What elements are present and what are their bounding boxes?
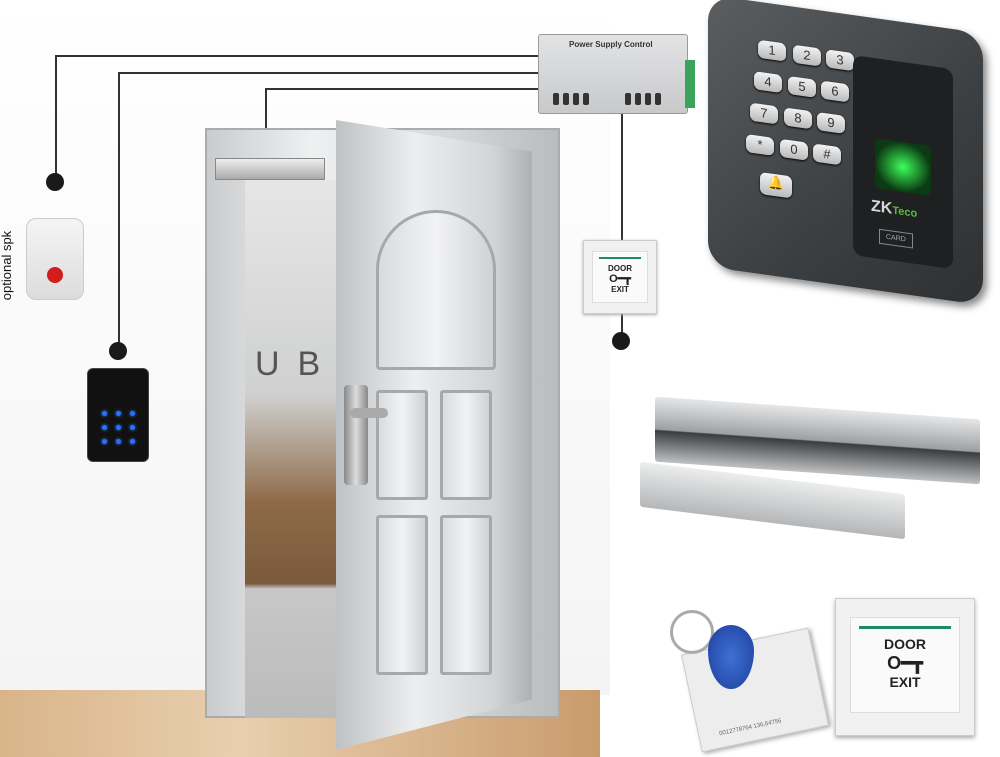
door-panel [440, 515, 492, 675]
key-3: 3 [826, 49, 854, 72]
key-0: 0 [780, 138, 808, 161]
door-opening [245, 180, 345, 718]
keypad-light [130, 439, 135, 444]
rfid-keypad [87, 368, 149, 462]
card-number: 0012778764 136,64756 [718, 718, 783, 738]
key-4: 4 [754, 71, 782, 94]
door-handle [344, 385, 368, 485]
key-6: 6 [821, 80, 849, 103]
wall-sign: UB [255, 345, 339, 383]
connection-dot [46, 173, 64, 191]
connection-dot [109, 342, 127, 360]
key-hash: # [813, 143, 841, 166]
keypad-light [116, 425, 121, 430]
brand-logo: ZKTeco [871, 197, 918, 221]
power-supply-title: Power Supply Control [569, 40, 653, 49]
terminal-block [685, 60, 695, 108]
indicator-bar [599, 257, 641, 259]
door-panel [376, 515, 428, 675]
door-lever [350, 408, 388, 418]
fingerprint-reader: 1 2 3 4 5 6 7 8 9 * 0 # 🔔 ZKTeco CARD [708, 0, 983, 306]
key-5: 5 [788, 75, 816, 98]
indicator-bar [859, 626, 951, 629]
connection-dot [612, 332, 630, 350]
speaker-logo [47, 267, 63, 283]
installed-maglock [215, 158, 325, 180]
fingerprint-led [875, 138, 931, 197]
rfid-key-fob [708, 625, 754, 689]
exit-top-label: DOOR [884, 636, 926, 652]
key-ring [670, 610, 714, 654]
exit-button-large: DOOR O━┳ EXIT [835, 598, 975, 736]
exit-bottom-label: EXIT [611, 285, 629, 294]
wire [265, 88, 540, 90]
key-1: 1 [758, 39, 786, 62]
door-panel [440, 390, 492, 500]
keypad-light [102, 439, 107, 444]
card-reader-label: CARD [879, 228, 913, 249]
wire [55, 55, 57, 180]
exit-top-label: DOOR [608, 264, 632, 273]
keypad-light [116, 411, 121, 416]
optional-speaker-label: optional spk [0, 230, 15, 301]
wire [621, 114, 623, 340]
keypad-light [130, 425, 135, 430]
keypad-light [116, 439, 121, 444]
exit-bottom-label: EXIT [889, 674, 921, 690]
keypad-light [102, 411, 107, 416]
exit-button-small: DOOR O━┳ EXIT [583, 240, 657, 314]
wire [118, 72, 120, 347]
key-9: 9 [817, 111, 845, 134]
wire [118, 72, 540, 74]
keypad-light [130, 411, 135, 416]
key-icon: O━┳ [887, 653, 923, 673]
door-panel [376, 390, 428, 500]
key-2: 2 [793, 44, 821, 67]
door-panel [376, 210, 496, 370]
key-star: * [746, 134, 774, 156]
key-icon: O━┳ [609, 273, 631, 285]
speaker-device [26, 218, 84, 300]
key-7: 7 [750, 102, 778, 125]
fingerprint-sensor: ZKTeco CARD [853, 55, 953, 270]
keypad-light [102, 425, 107, 430]
power-supply: Power Supply Control [538, 34, 695, 114]
steel-door [336, 120, 532, 750]
bell-icon: 🔔 [760, 171, 792, 199]
key-8: 8 [784, 107, 812, 130]
wire [265, 88, 267, 160]
wire [55, 55, 540, 57]
